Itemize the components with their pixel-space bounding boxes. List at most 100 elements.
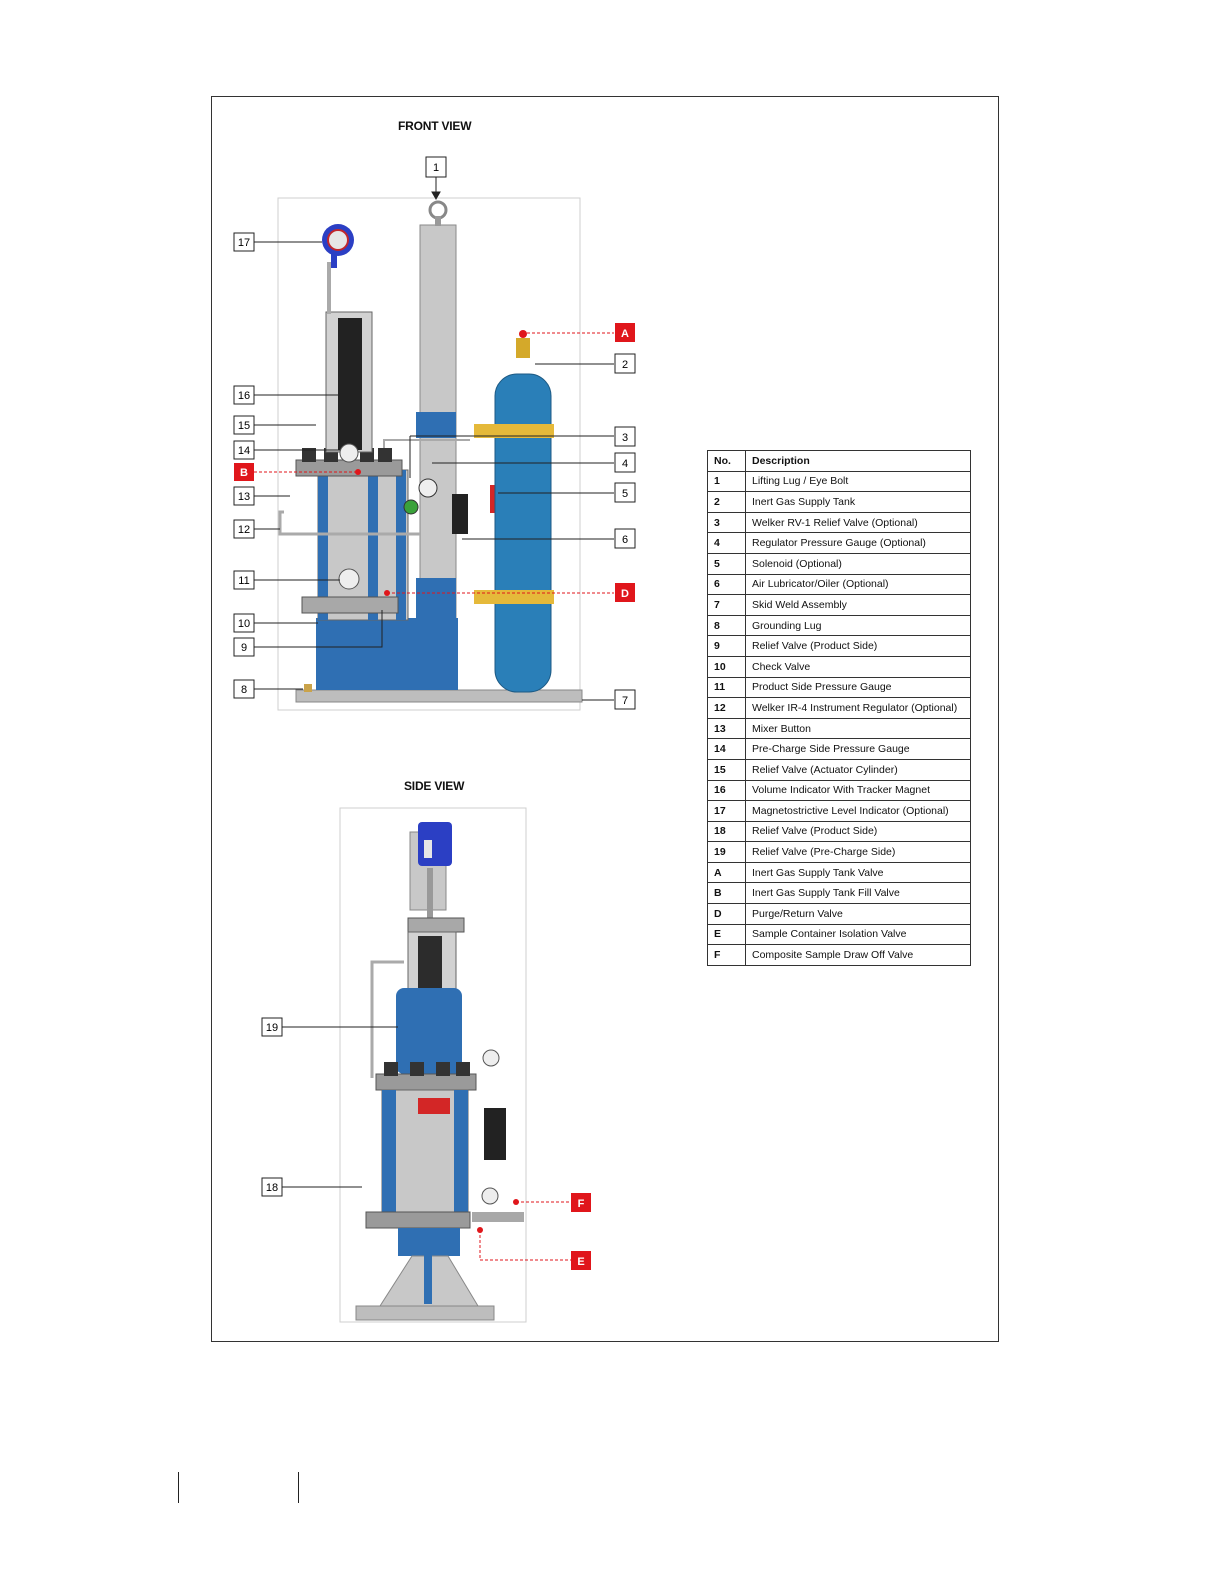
figure-frame: FRONT VIEW SIDE VIEW <box>211 96 999 1342</box>
svg-text:5: 5 <box>622 488 628 500</box>
legend-row-description: Grounding Lug <box>745 614 971 637</box>
legend-row-number: 6 <box>707 573 746 596</box>
svg-text:19: 19 <box>266 1022 278 1034</box>
legend-row-number: B <box>707 882 746 905</box>
callout-A: A <box>615 323 635 342</box>
legend-row-description: Relief Valve (Actuator Cylinder) <box>745 758 971 781</box>
side-view-title: SIDE VIEW <box>404 779 465 793</box>
regulator-knob-icon <box>403 499 419 515</box>
legend-row-description: Regulator Pressure Gauge (Optional) <box>745 532 971 554</box>
pre-charge-gauge-icon <box>339 443 359 463</box>
legend-row-description: Purge/Return Valve <box>745 903 971 925</box>
callout-6: 6 <box>614 528 636 549</box>
legend-header-description: Description <box>745 450 971 472</box>
legend-row-number: A <box>707 861 746 884</box>
svg-text:17: 17 <box>238 237 250 249</box>
callout-2: 2 <box>614 353 636 374</box>
legend-row-number: 9 <box>707 635 746 657</box>
legend-row-description: Air Lubricator/Oiler (Optional) <box>745 573 971 596</box>
svg-text:9: 9 <box>241 642 247 654</box>
legend-header-no: No. <box>707 450 746 472</box>
side-view-illustration <box>339 807 527 1323</box>
gas-tank-icon <box>494 373 552 693</box>
front-letter-leaders <box>254 332 614 594</box>
callout-D: D <box>615 583 635 602</box>
legend-row-description: Product Side Pressure Gauge <box>745 676 971 699</box>
svg-text:E: E <box>577 1256 584 1268</box>
callout-F: F <box>571 1193 591 1212</box>
callout-14: 14 <box>233 440 255 460</box>
callout-B: B <box>234 463 254 481</box>
legend-row-description: Relief Valve (Product Side) <box>745 820 971 843</box>
legend-row-description: Inert Gas Supply Tank Fill Valve <box>745 882 971 905</box>
callout-E: E <box>571 1251 591 1270</box>
svg-text:4: 4 <box>622 458 628 470</box>
side-lubricator-icon <box>484 1108 506 1160</box>
legend-row-number: E <box>707 923 746 946</box>
svg-text:10: 10 <box>238 618 250 630</box>
svg-text:13: 13 <box>238 491 250 503</box>
legend-row-number: D <box>707 903 746 925</box>
side-level-indicator-icon <box>418 822 452 866</box>
svg-text:12: 12 <box>238 524 250 536</box>
callout-10: 10 <box>233 613 255 633</box>
svg-text:1: 1 <box>433 162 439 174</box>
legend-row-description: Lifting Lug / Eye Bolt <box>745 470 971 493</box>
callout-1: 1 <box>425 156 447 178</box>
lubricator-icon <box>452 494 468 534</box>
legend-row-number: 15 <box>707 758 746 781</box>
side-letter-leaders <box>479 1201 571 1261</box>
svg-text:2: 2 <box>622 359 628 371</box>
legend-row-number: 10 <box>707 655 746 678</box>
side-callout-leaders <box>282 1026 398 1188</box>
legend-row-description: Sample Container Isolation Valve <box>745 923 971 946</box>
callout-16: 16 <box>233 385 255 405</box>
legend-row-number: 5 <box>707 552 746 575</box>
legend-row-description: Relief Valve (Pre-Charge Side) <box>745 841 971 863</box>
svg-text:F: F <box>578 1198 585 1210</box>
svg-text:7: 7 <box>622 695 628 707</box>
legend-row-description: Welker RV-1 Relief Valve (Optional) <box>745 511 971 534</box>
callout-5: 5 <box>614 482 636 503</box>
legend-row-description: Pre-Charge Side Pressure Gauge <box>745 738 971 760</box>
legend-row-number: 1 <box>707 470 746 493</box>
legend-row-number: 8 <box>707 614 746 637</box>
legend-row-number: F <box>707 944 746 966</box>
front-letter-boxes: A B D <box>234 323 635 602</box>
svg-text:11: 11 <box>238 575 249 587</box>
legend-row-description: Magnetostrictive Level Indicator (Option… <box>745 800 971 822</box>
callout-13: 13 <box>233 486 255 506</box>
eye-bolt-icon <box>428 200 448 220</box>
legend-row-description: Relief Valve (Product Side) <box>745 635 971 657</box>
legend-row-number: 3 <box>707 511 746 534</box>
legend-row-number: 4 <box>707 532 746 554</box>
legend-row-description: Solenoid (Optional) <box>745 552 971 575</box>
svg-text:18: 18 <box>266 1182 278 1194</box>
legend-row-description: Check Valve <box>745 655 971 678</box>
legend-row-description: Volume Indicator With Tracker Magnet <box>745 779 971 802</box>
callout-9: 9 <box>233 637 255 657</box>
legend-row-number: 19 <box>707 841 746 863</box>
footer-divider-left <box>178 1472 179 1503</box>
svg-text:6: 6 <box>622 534 628 546</box>
svg-text:A: A <box>621 328 629 340</box>
